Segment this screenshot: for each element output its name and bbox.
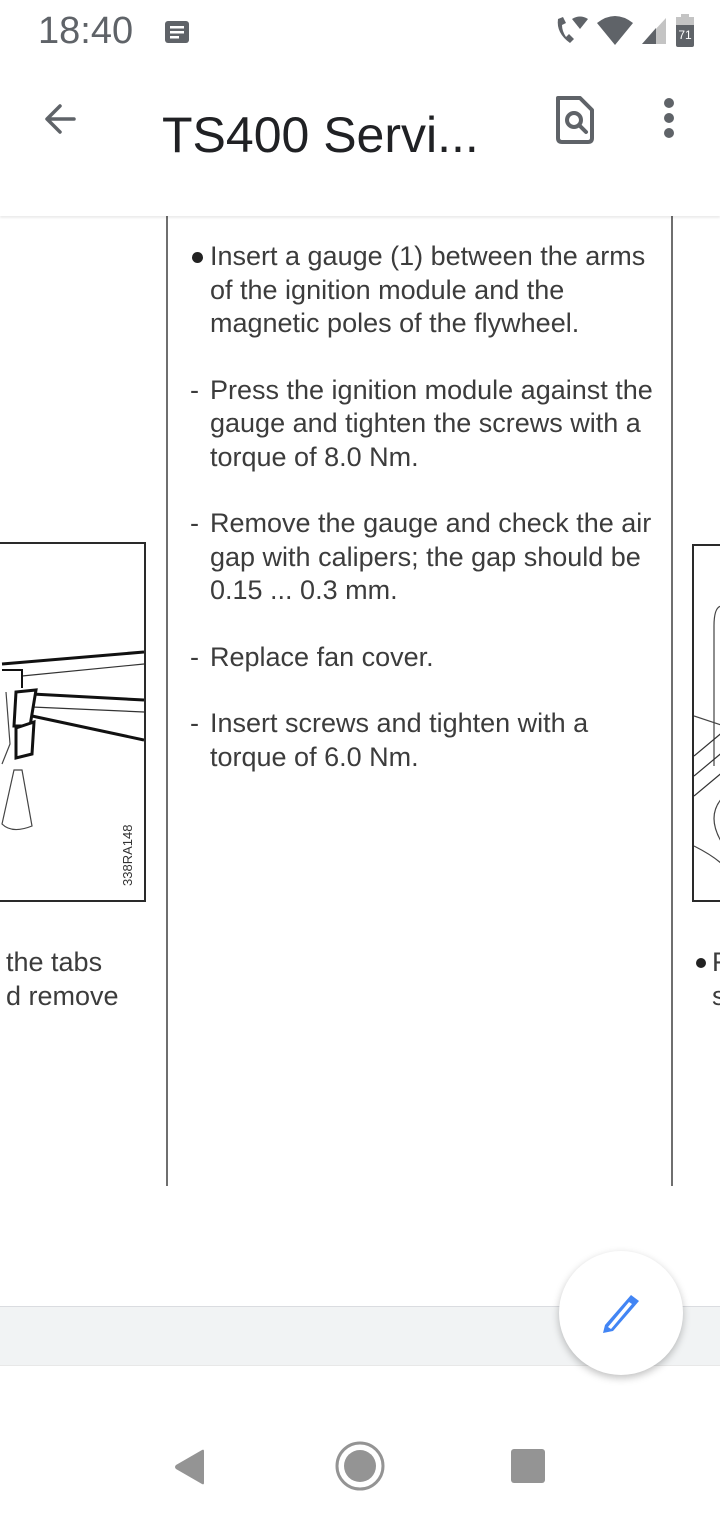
edit-pencil-icon — [603, 1295, 639, 1333]
cell-signal-icon — [642, 18, 666, 44]
instruction-item: Insert a gauge (1) between the arms of t… — [190, 240, 660, 341]
instruction-list: Insert a gauge (1) between the arms of t… — [190, 240, 660, 807]
more-vert-icon[interactable] — [654, 94, 684, 146]
right-illustration — [692, 544, 720, 902]
ignition-module-illustration: 338RA148 — [0, 542, 146, 902]
right-drawing — [694, 605, 720, 864]
system-nav-bar — [0, 1366, 720, 1520]
app-bar: TS400 Servi... — [0, 64, 720, 216]
nav-back-icon[interactable] — [172, 1448, 208, 1486]
edit-button[interactable] — [559, 1251, 683, 1375]
column-divider-left — [166, 216, 168, 1186]
instruction-item: - Replace fan cover. — [190, 641, 434, 672]
message-icon — [165, 21, 189, 43]
column-divider-right — [671, 216, 673, 1186]
find-in-page-icon[interactable] — [552, 94, 598, 146]
status-time: 18:40 — [38, 10, 134, 52]
arrow-back-icon[interactable] — [38, 94, 88, 144]
instruction-item: - Insert screws and tighten with a torqu… — [190, 708, 589, 772]
wifi-icon — [597, 16, 633, 45]
instruction-item: - Remove the gauge and check the air gap… — [190, 508, 652, 605]
nav-home-icon[interactable] — [334, 1440, 386, 1492]
ignition-module-drawing — [1, 650, 144, 831]
wifi-call-icon — [557, 16, 588, 43]
nav-recents-icon[interactable] — [510, 1448, 546, 1484]
bullet-icon — [192, 252, 203, 263]
battery-icon: 71 — [676, 14, 694, 47]
bullet-icon — [696, 958, 706, 968]
left-column-text: the tabs d remove — [6, 947, 119, 1011]
svg-text:71: 71 — [678, 28, 692, 42]
figure-code: 338RA148 — [120, 824, 135, 886]
instruction-item: - Press the ignition module against the … — [190, 374, 653, 472]
document-title: TS400 Servi... — [162, 107, 479, 163]
status-bar: 18:40 71 — [0, 0, 720, 64]
document-viewer[interactable]: Insert a gauge (1) between the arms of t… — [0, 216, 720, 1306]
right-column-text: F s — [712, 947, 720, 1011]
